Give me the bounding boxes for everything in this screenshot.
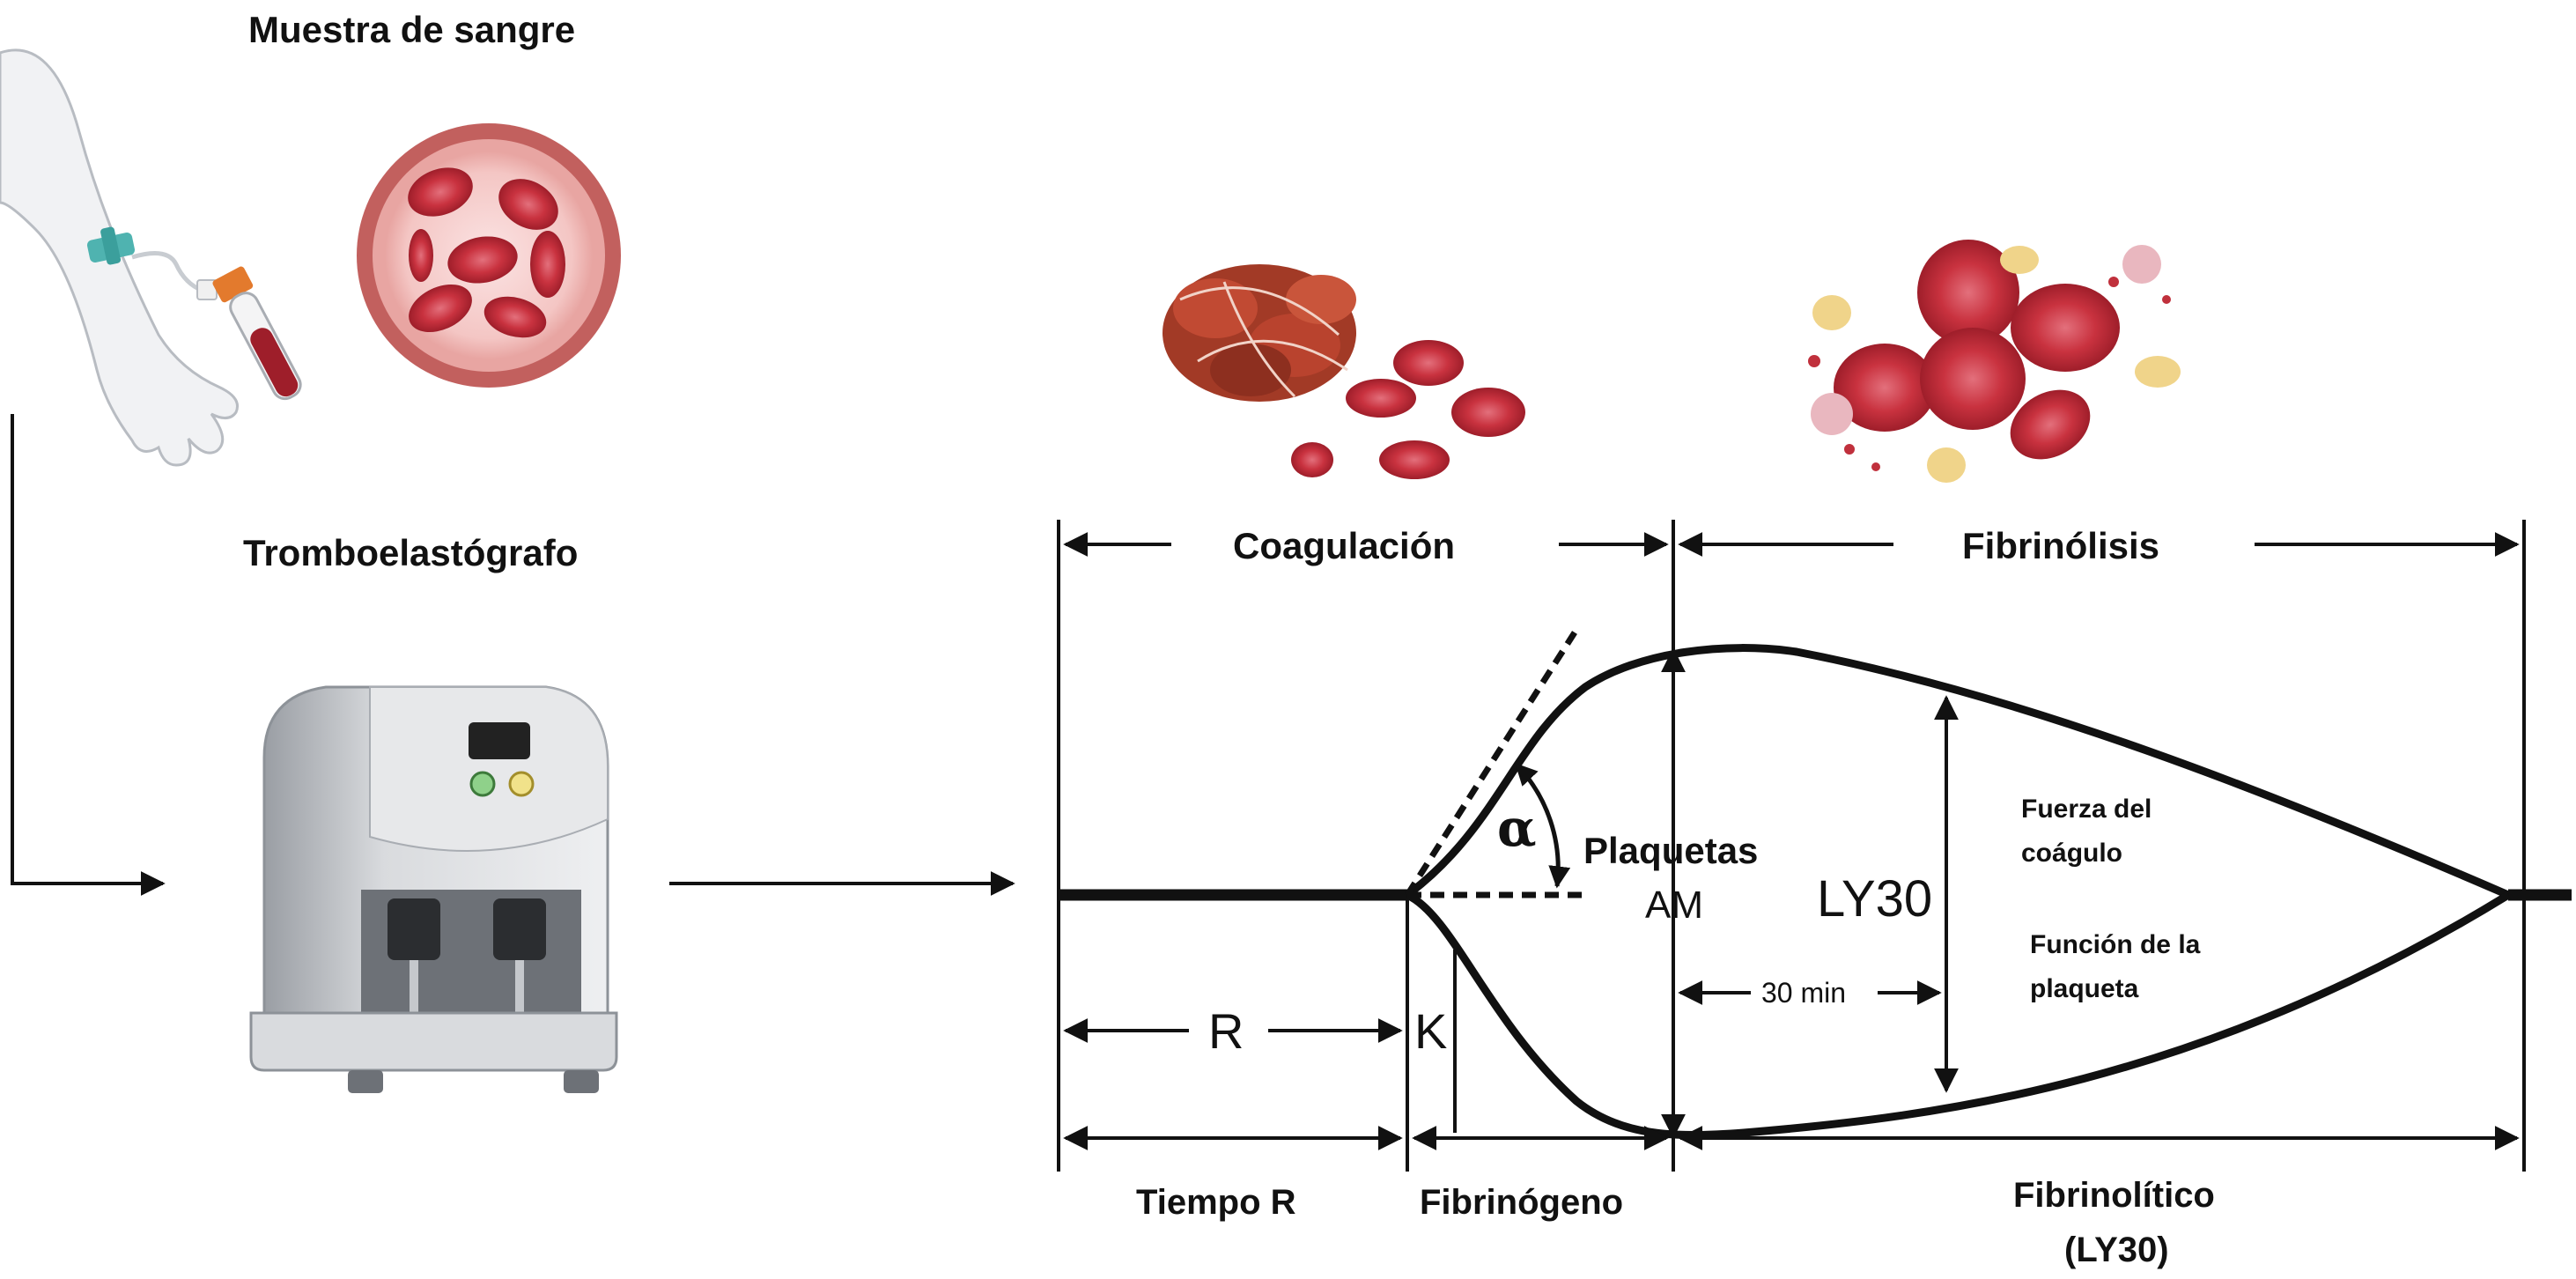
am-label: AM	[1645, 883, 1703, 927]
flow-connector	[11, 414, 166, 896]
fibrinolysis-label: Fibrinólisis	[1962, 525, 2159, 566]
phase-brackets	[1057, 520, 2526, 1172]
device-title: Tromboelastógrafo	[243, 532, 578, 573]
clot-strength-line2: coágulo	[2021, 839, 2122, 868]
sample-title: Muestra de sangre	[248, 9, 575, 50]
coagulation-label: Coagulación	[1233, 525, 1455, 566]
fibrinogen-label: Fibrinógeno	[1420, 1183, 1623, 1222]
thromboelastograph-icon	[249, 685, 618, 1093]
lower-curve	[1405, 891, 2511, 1140]
platelet-function-line2: plaqueta	[2030, 974, 2139, 1003]
platelet-function-line1: Función de la	[2030, 930, 2201, 959]
alpha-tangent	[1405, 631, 1577, 897]
arm-illustration	[0, 48, 239, 467]
clot-strength-line1: Fuerza del	[2021, 795, 2152, 824]
fibrinolytic-line1: Fibrinolítico	[2013, 1176, 2215, 1215]
ly30-label: LY30	[1817, 870, 1932, 928]
blood-tube-icon	[212, 266, 302, 401]
teg-curve	[1059, 631, 2572, 1140]
alpha-label: α	[1497, 798, 1537, 858]
blood-vessel-icon	[357, 123, 621, 388]
thirty-min-label: 30 min	[1761, 977, 1846, 1009]
k-label: K	[1414, 1003, 1447, 1059]
r-label: R	[1208, 1003, 1244, 1059]
upper-curve	[1405, 644, 2510, 899]
platelets-label: Plaquetas	[1583, 830, 1758, 871]
alpha-arc	[1515, 763, 1571, 889]
r-time-label: Tiempo R	[1136, 1183, 1296, 1222]
clot-icon	[1163, 264, 1525, 479]
fibrinolytic-line2: (LY30)	[2064, 1231, 2169, 1269]
fibrinolysis-cells-icon	[1808, 240, 2181, 483]
